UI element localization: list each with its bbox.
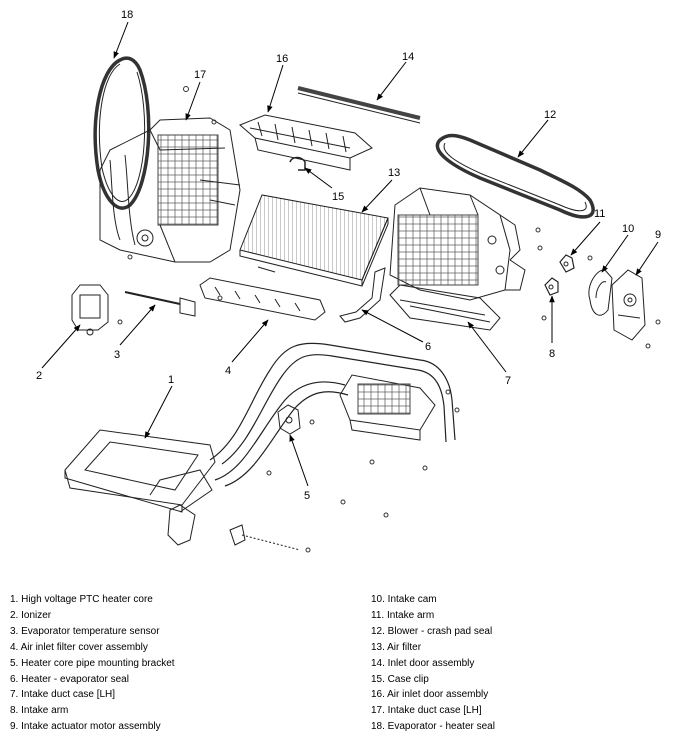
intake-arm-11-part: [559, 254, 575, 273]
callout-12: 12: [544, 109, 556, 121]
callout-7: 7: [505, 375, 511, 387]
legend-item: 15. Case clip: [371, 673, 429, 685]
control-module-part: [339, 374, 436, 441]
leader-17: [185, 81, 201, 121]
callout-1: 1: [168, 374, 174, 386]
legend-item: 17. Intake duct case [LH]: [371, 705, 482, 717]
callout-13: 13: [388, 167, 400, 179]
leader-5: [289, 434, 309, 487]
leader-7: [467, 321, 507, 373]
leader-11: [570, 221, 601, 256]
legend-item: 13. Air filter: [371, 641, 422, 653]
callout-18: 18: [121, 9, 133, 21]
callout-14: 14: [402, 51, 414, 63]
callout-4: 4: [225, 365, 231, 377]
inlet-door-assembly-part: [297, 86, 421, 124]
legend-item: 5. Heater core pipe mounting bracket: [10, 657, 175, 669]
legend-item: 12. Blower - crash pad seal: [371, 625, 493, 637]
callout-8: 8: [549, 348, 555, 360]
legend-item: 10. Intake cam: [371, 594, 437, 605]
leader-9: [635, 241, 659, 276]
legend-item: 1. High voltage PTC heater core: [10, 594, 153, 605]
air-inlet-filter-cover-part: [199, 277, 326, 321]
heater-core-pipe-mounting-bracket-part: [277, 404, 301, 435]
leader-13: [361, 179, 393, 213]
screws: [117, 86, 661, 553]
leader-3: [119, 304, 156, 346]
callout-3: 3: [114, 349, 120, 361]
heater-core-pipes: [209, 342, 456, 487]
air-filter-part: [239, 194, 389, 287]
legend-item: 2. Ionizer: [10, 609, 52, 621]
leader-12: [517, 119, 549, 158]
legend-item: 6. Heater - evaporator seal: [10, 673, 129, 685]
parts-legend-right: 10. Intake cam 11. Intake arm 12. Blower…: [371, 592, 495, 735]
callout-17: 17: [194, 69, 206, 81]
legend-item: 3. Evaporator temperature sensor: [10, 625, 160, 637]
ionizer-part: [71, 284, 109, 336]
leader-10: [601, 234, 629, 273]
heater-evaporator-seal-part: [339, 267, 386, 323]
leader-6: [361, 309, 424, 343]
callout-10: 10: [622, 223, 634, 235]
leader-16: [267, 64, 284, 113]
callout-16: 16: [276, 53, 288, 65]
leader-14: [376, 61, 407, 101]
legend-item: 4. Air inlet filter cover assembly: [10, 641, 148, 653]
legend-item: 14. Inlet door assembly: [371, 657, 475, 669]
intake-actuator-motor-part: [611, 269, 646, 341]
air-inlet-door-assembly-part: [239, 114, 373, 171]
exploded-parts-diagram: 1 2 3 4 5 6 7 8 9 10 11 12 13 14 15 16 1…: [36, 9, 661, 553]
intake-duct-case-lh-part: [99, 117, 241, 263]
intake-duct-case-lower-part: [389, 284, 501, 331]
callout-15: 15: [332, 191, 344, 203]
parts-legend-left: 1. High voltage PTC heater core 2. Ioniz…: [10, 592, 175, 735]
legend-item: 9. Intake actuator motor assembly: [10, 721, 161, 733]
ptc-heater-core-part: [64, 429, 246, 546]
callout-2: 2: [36, 370, 42, 382]
leader-1: [144, 385, 173, 439]
blower-crash-pad-seal-part: [435, 133, 595, 219]
callout-5: 5: [304, 490, 310, 502]
leader-15: [304, 167, 333, 189]
legend-item: 11. Intake arm: [371, 609, 435, 621]
evaporator-temperature-sensor-part: [124, 291, 196, 317]
legend-item: 16. Air inlet door assembly: [371, 689, 489, 701]
legend-item: 7. Intake duct case [LH]: [10, 689, 116, 701]
intake-duct-case-right-part: [389, 187, 526, 301]
intake-cam-part: [588, 269, 613, 316]
legend-item: 8. Intake arm: [10, 705, 69, 717]
screw-bolt-line: [241, 534, 301, 551]
callout-11: 11: [594, 208, 605, 220]
callout-6: 6: [425, 341, 431, 353]
leader-18: [113, 21, 129, 59]
leader-2: [41, 324, 81, 369]
intake-arm-8-part: [544, 277, 559, 296]
callout-9: 9: [655, 229, 661, 241]
leader-4: [231, 319, 269, 363]
evaporator-heater-seal-part: [93, 56, 151, 210]
case-clip-part: [289, 156, 306, 171]
legend-item: 18. Evaporator - heater seal: [371, 721, 495, 733]
